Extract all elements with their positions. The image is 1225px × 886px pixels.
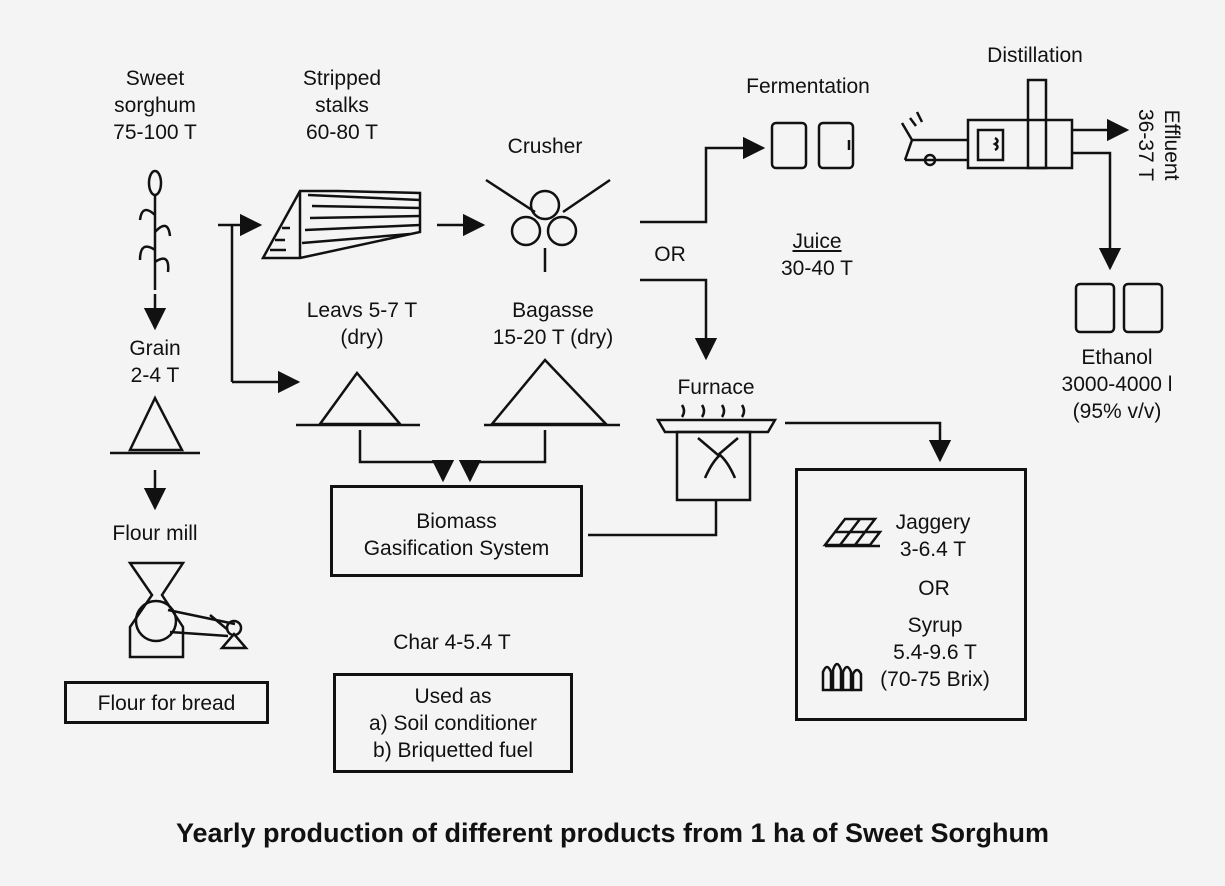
flour-mill-label: Flour mill	[112, 522, 198, 545]
jaggery-blocks-icon	[822, 517, 883, 548]
crusher-label: Crusher	[507, 135, 583, 158]
leaves-label: Leavs 5-7 T(dry)	[306, 299, 418, 349]
flour-mill-icon	[127, 561, 249, 659]
sorghum-plant-icon	[138, 169, 172, 290]
diagram-title: Yearly production of different products …	[175, 818, 1050, 848]
furnace-label: Furnace	[677, 376, 755, 399]
char-label: Char 4-5.4 T	[393, 631, 511, 654]
grain-heap-icon	[110, 395, 200, 455]
crusher-icon	[485, 178, 611, 272]
syrup-bottles-icon	[821, 662, 863, 692]
or-branch-label: OR	[654, 243, 686, 266]
flow-arrows	[143, 118, 1130, 537]
stripped-stalks-icon	[260, 189, 422, 260]
ethanol-tanks-icon	[1074, 282, 1164, 334]
furnace-icon	[655, 404, 778, 502]
fermentation-label: Fermentation	[746, 75, 870, 98]
leaves-heap-icon	[296, 370, 420, 427]
distillation-unit-icon	[900, 78, 1074, 170]
or-products-label: OR	[918, 577, 950, 600]
flour-for-bread-label: Flour for bread	[97, 692, 236, 715]
bagasse-heap-icon	[484, 358, 620, 427]
fermentation-tanks-icon	[770, 121, 855, 170]
distillation-label: Distillation	[987, 44, 1083, 67]
flour-for-bread-box: Flour for bread	[64, 681, 269, 724]
